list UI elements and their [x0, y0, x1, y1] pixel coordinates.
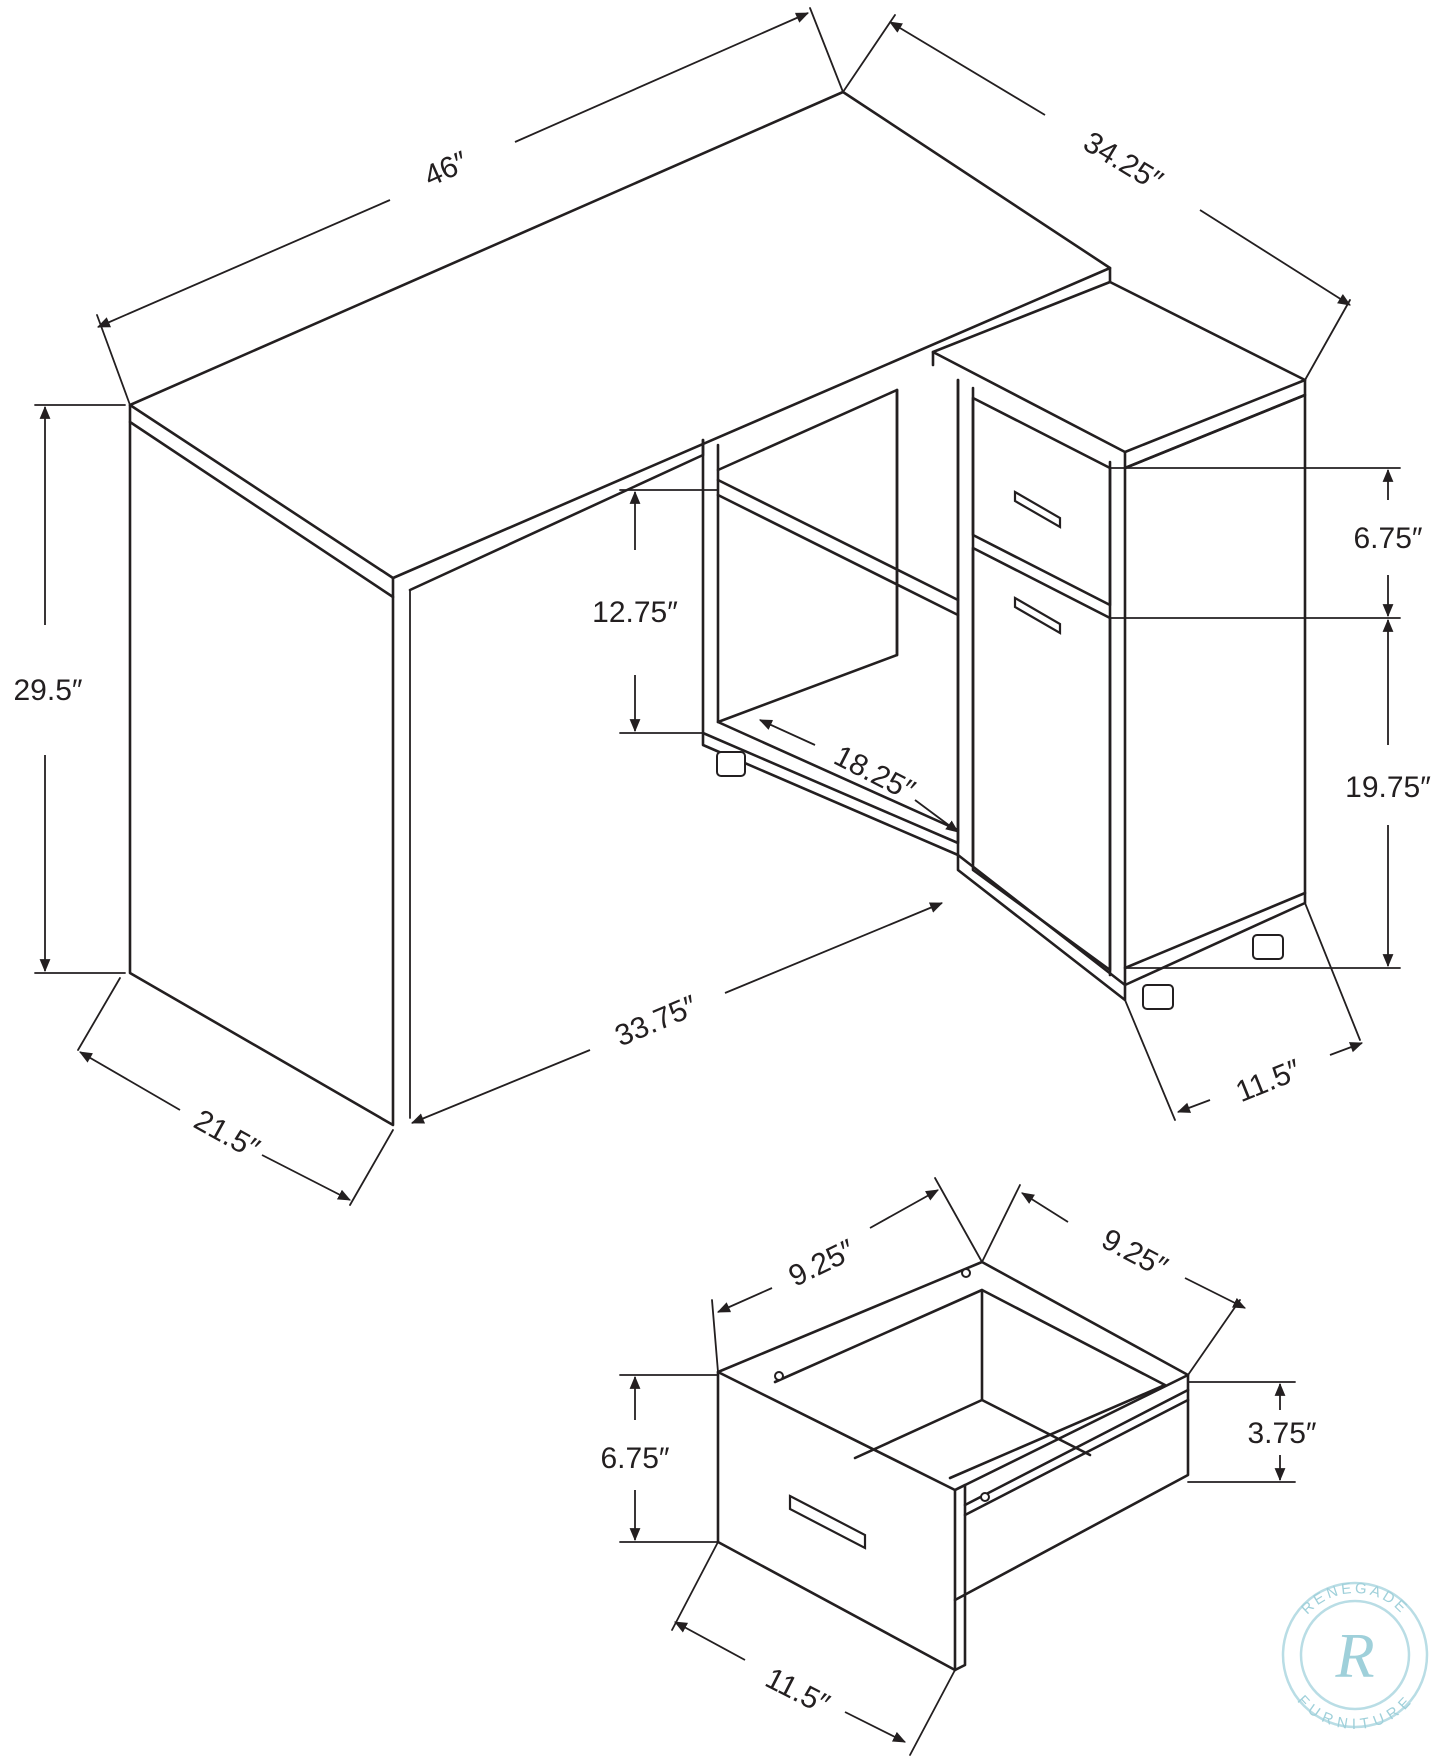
- cabinet-drawer-front: [971, 396, 1112, 607]
- dim-door-height: 19.75″: [1345, 771, 1431, 804]
- dim-desk-height: 29.5″: [13, 674, 82, 707]
- dimension-lines: [34, 7, 1401, 1756]
- dim-drawer-box-height: 3.75″: [1247, 1417, 1316, 1450]
- dim-drawer-front-height-detail: 6.75″: [600, 1442, 669, 1475]
- dim-cabinet-depth: 11.5″: [1231, 1053, 1306, 1109]
- seal-bottom-text: FURNITURE: [1294, 1692, 1416, 1733]
- desktop-top: [128, 90, 1112, 580]
- dim-drawer-inner-depth: 9.25″: [1096, 1223, 1173, 1285]
- dim-shelf-depth: 18.25″: [829, 739, 921, 807]
- dim-drawer-inner-width: 9.25″: [784, 1233, 861, 1293]
- drawer-detail-drawing: [716, 1260, 1190, 1672]
- left-side-panel: [128, 420, 395, 1127]
- dim-desk-depth: 21.5″: [188, 1104, 265, 1167]
- dim-drawer-length: 11.5″: [760, 1662, 835, 1722]
- cabinet-drawer-handle: [1013, 490, 1062, 529]
- renegade-furniture-seal: RENEGADE FURNITURE R: [1281, 1580, 1429, 1733]
- dim-shelf-height: 12.75″: [592, 596, 678, 629]
- seal-monogram: R: [1334, 1620, 1374, 1691]
- desktop-front-edge: [128, 266, 1112, 599]
- drawer-box-rim: [716, 1260, 1190, 1492]
- seal-top-text: RENEGADE: [1298, 1580, 1412, 1618]
- cabinet-door-handle: [1013, 596, 1062, 635]
- drawer-handle: [788, 1494, 867, 1550]
- dim-desk-side-depth: 34.25″: [1078, 126, 1169, 199]
- dim-desk-width: 46″: [419, 145, 473, 193]
- cabinet-front: [956, 378, 1307, 1010]
- cabinet-top: [931, 280, 1307, 454]
- dim-return-length: 33.75″: [610, 989, 702, 1053]
- open-shelf-unit: [701, 378, 960, 857]
- corner-desk-drawing: [128, 90, 1307, 1127]
- cabinet-door: [971, 546, 1112, 972]
- dim-drawer-front-height: 6.75″: [1353, 522, 1422, 555]
